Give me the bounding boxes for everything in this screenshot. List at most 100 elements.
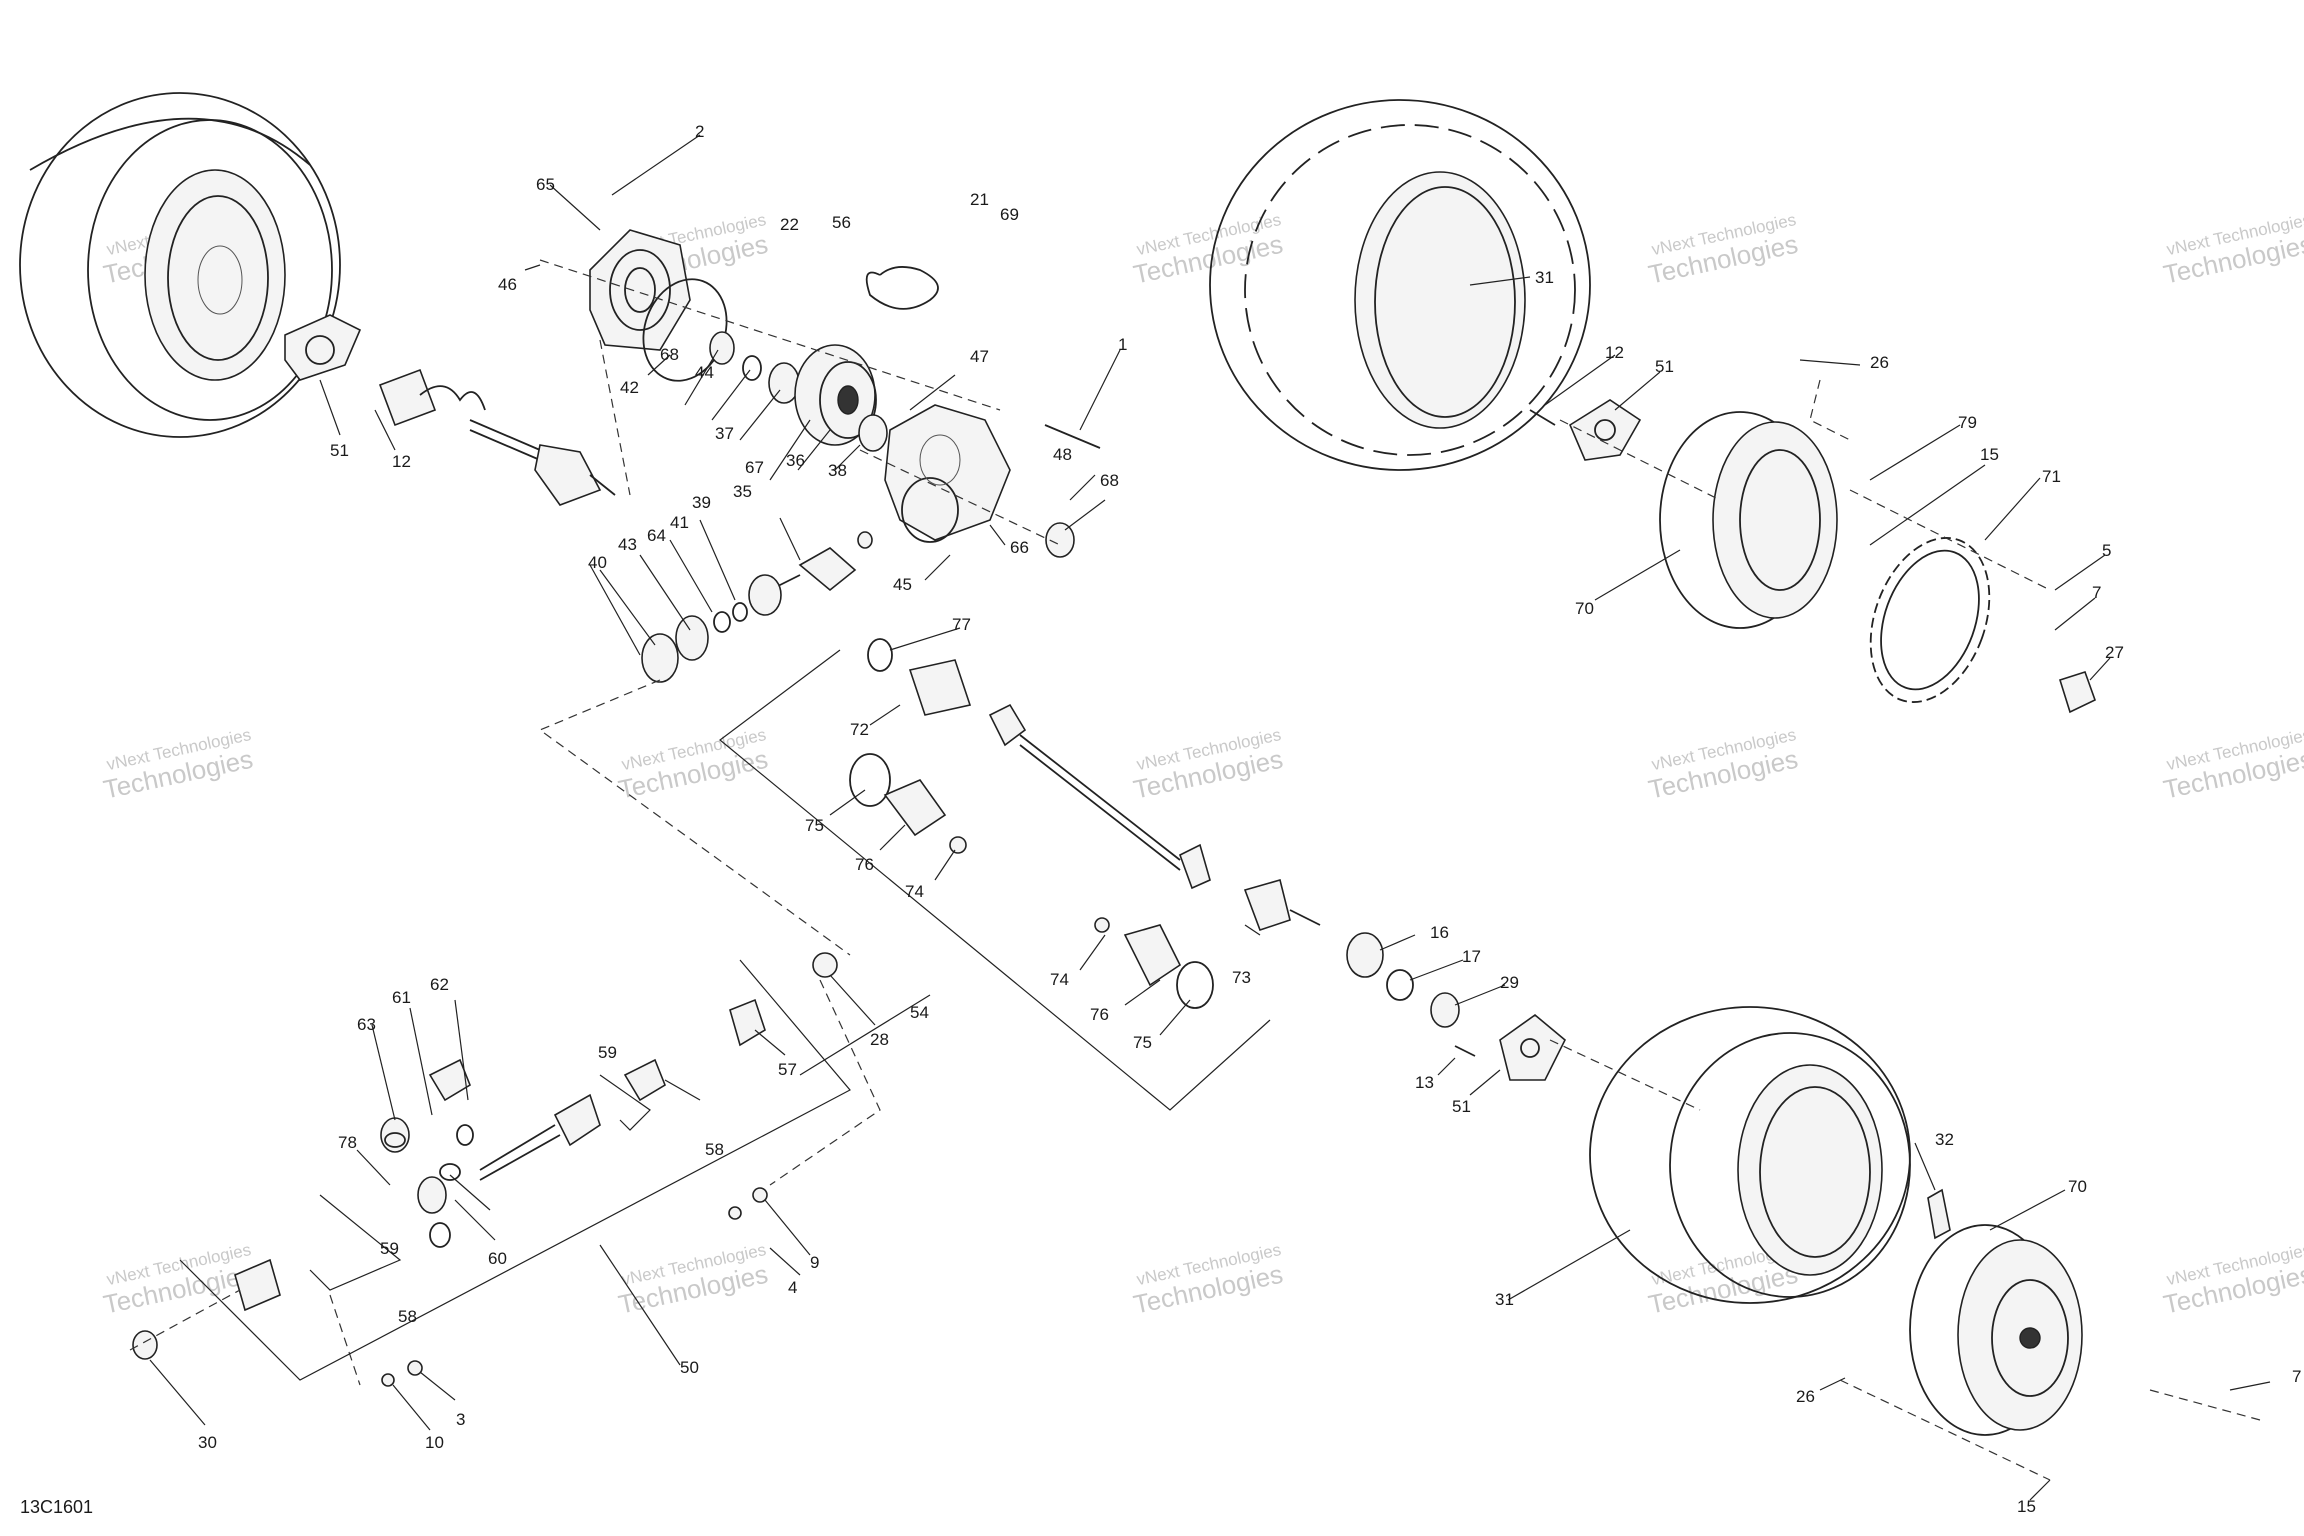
bolt-1 <box>1044 424 1101 449</box>
drive-shaft-top <box>378 368 616 506</box>
bearing-39 <box>748 574 782 616</box>
callout-70: 70 <box>1575 599 1594 618</box>
callout-70b: 70 <box>2068 1177 2087 1196</box>
beadlock-ring-71 <box>1869 537 1991 703</box>
callout-28: 28 <box>870 1030 889 1049</box>
callout-27: 27 <box>2105 643 2124 662</box>
callout-4: 4 <box>788 1278 797 1297</box>
valve-32 <box>1927 1188 1951 1240</box>
callout-47: 47 <box>970 347 989 366</box>
callout-69: 69 <box>1000 205 1019 224</box>
callout-68: 68 <box>660 345 679 364</box>
callout-3: 3 <box>456 1410 465 1429</box>
differential-housing-66 <box>884 404 1011 543</box>
callout-31: 31 <box>1535 268 1554 287</box>
callout-36: 36 <box>786 451 805 470</box>
callout-45: 45 <box>893 575 912 594</box>
tire-treaded-31 <box>1209 99 1591 471</box>
callout-50: 50 <box>680 1358 699 1377</box>
callout-58b: 58 <box>398 1307 417 1326</box>
callout-60: 60 <box>488 1249 507 1268</box>
drawing-code: 13C1601 <box>20 1497 93 1517</box>
stud-12-right <box>1529 409 1556 426</box>
ring-41 <box>732 602 748 622</box>
callout-72: 72 <box>850 720 869 739</box>
callout-15: 15 <box>1980 445 1999 464</box>
callout-51c: 51 <box>1452 1097 1471 1116</box>
callout-48: 48 <box>1053 445 1072 464</box>
callout-40: 40 <box>588 553 607 572</box>
callout-73: 73 <box>1232 968 1251 987</box>
callout-74b: 74 <box>1050 970 1069 989</box>
callout-76b: 76 <box>1090 1005 1109 1024</box>
vent-hose-69 <box>865 266 939 310</box>
bearing-43 <box>675 615 709 661</box>
tire-front-left <box>19 92 341 438</box>
callout-32: 32 <box>1935 1130 1954 1149</box>
callout-51b: 51 <box>1655 357 1674 376</box>
leader-lines <box>149 134 2271 1501</box>
callout-2: 2 <box>695 122 704 141</box>
callout-66: 66 <box>1010 538 1029 557</box>
callout-41: 41 <box>670 513 689 532</box>
callout-5: 5 <box>2102 541 2111 560</box>
assembly-dashed-lines <box>129 259 2261 1481</box>
callout-15b: 15 <box>2017 1497 2036 1516</box>
callout-59b: 59 <box>380 1239 399 1258</box>
callout-10: 10 <box>425 1433 444 1452</box>
callout-63: 63 <box>357 1015 376 1034</box>
callout-68b: 68 <box>1100 471 1119 490</box>
callout-78: 78 <box>338 1133 357 1152</box>
callout-7b: 7 <box>2292 1367 2301 1386</box>
callout-64: 64 <box>647 526 666 545</box>
callout-59: 59 <box>598 1043 617 1062</box>
callout-71: 71 <box>2042 467 2061 486</box>
washer-64 <box>713 611 731 633</box>
axle-assembly-54 <box>849 638 1460 1028</box>
shim-67 <box>857 531 873 549</box>
callout-22: 22 <box>780 215 799 234</box>
callout-29: 29 <box>1500 973 1519 992</box>
callout-16: 16 <box>1430 923 1449 942</box>
group-brackets <box>179 649 1271 1381</box>
rim-70-top <box>1659 411 1838 629</box>
callout-35: 35 <box>733 482 752 501</box>
rim-70-bottom <box>1909 1224 2083 1436</box>
callout-62: 62 <box>430 975 449 994</box>
callout-9: 9 <box>810 1253 819 1272</box>
callout-56: 56 <box>832 213 851 232</box>
wheel-hub-51-bottom <box>1499 1013 1566 1081</box>
callout-46: 46 <box>498 275 517 294</box>
callout-12b: 12 <box>1605 343 1624 362</box>
callout-30: 30 <box>198 1433 217 1452</box>
callout-42: 42 <box>620 378 639 397</box>
callout-76: 76 <box>855 855 874 874</box>
callout-7: 7 <box>2092 583 2101 602</box>
callout-1: 1 <box>1118 335 1127 354</box>
callout-44: 44 <box>695 363 714 382</box>
ring-gear-36 <box>794 344 877 446</box>
callout-12: 12 <box>392 452 411 471</box>
bearing-68-top <box>709 331 735 365</box>
callout-58: 58 <box>705 1140 724 1159</box>
pinion-gear-35 <box>769 547 857 592</box>
callout-37: 37 <box>715 424 734 443</box>
wheel-hub-51-top <box>284 314 362 381</box>
seal-40 <box>641 633 679 683</box>
callout-17: 17 <box>1462 947 1481 966</box>
callout-39: 39 <box>692 493 711 512</box>
callout-21: 21 <box>970 190 989 209</box>
callout-51: 51 <box>330 441 349 460</box>
callout-31b: 31 <box>1495 1290 1514 1309</box>
differential-cover-65 <box>589 229 691 351</box>
seal-68-right <box>1045 522 1075 558</box>
callout-79: 79 <box>1958 413 1977 432</box>
callout-54: 54 <box>910 1003 929 1022</box>
callout-26b: 26 <box>1796 1387 1815 1406</box>
callout-26: 26 <box>1870 353 1889 372</box>
cap-27 <box>2058 671 2096 714</box>
callout-38: 38 <box>828 461 847 480</box>
callout-77: 77 <box>952 615 971 634</box>
